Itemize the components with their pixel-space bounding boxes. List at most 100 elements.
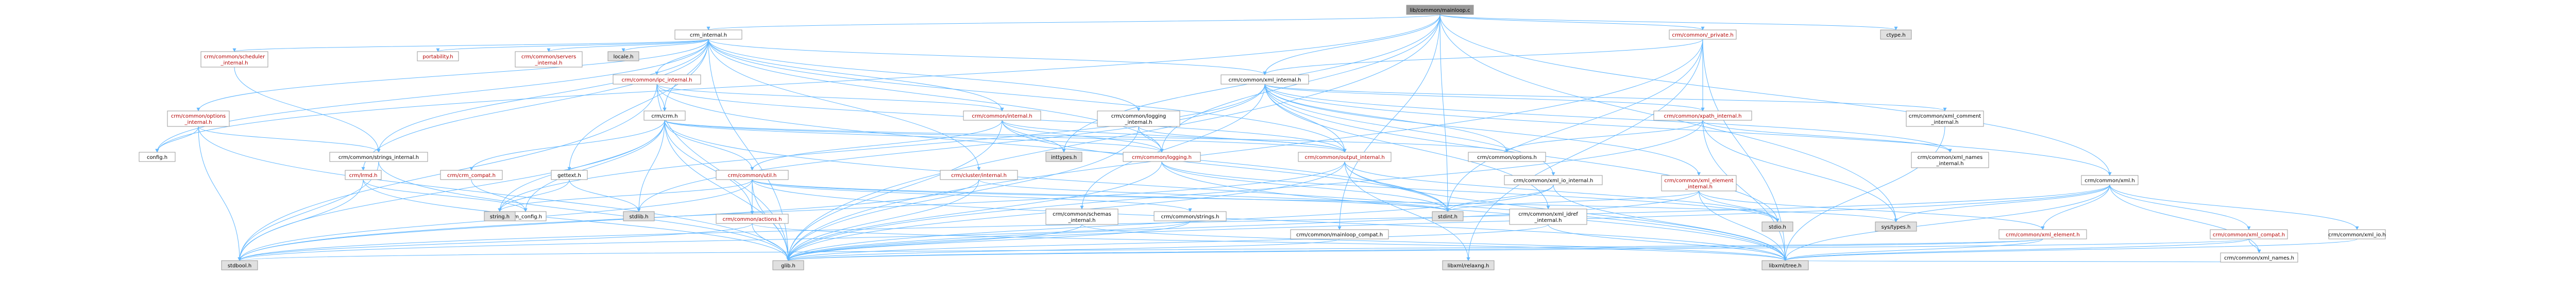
edge-xml-io-internal-to-libxml-tree [1553, 184, 1787, 261]
edge-crm-internal-to-xml-internal [708, 39, 1267, 75]
node-box [1911, 152, 1989, 168]
node-servers-internal[interactable]: crm/common/servers_internal.h [515, 51, 583, 68]
node-label: crm/common/options.h [1477, 155, 1537, 160]
edge [978, 179, 1450, 212]
node-options-internal[interactable]: crm/common/options_internal.h [167, 110, 230, 127]
edge-xml-compat-to-glib [787, 238, 2249, 261]
node-label: crm/common/logging.h [1132, 155, 1192, 160]
edge [1264, 84, 1550, 210]
edge [786, 161, 1162, 261]
node-box [2081, 175, 2139, 185]
edge [469, 120, 665, 171]
edge [786, 220, 1191, 261]
edge-xpath-internal-to-xml-names-internal [1702, 120, 1952, 153]
edge [1702, 120, 1898, 222]
edge-mainloop-compat-to-glib [786, 238, 1340, 261]
edge [1439, 14, 1898, 30]
edge [708, 39, 1164, 153]
node-common-internal[interactable]: crm/common/internal.h [963, 110, 1041, 121]
edge [1439, 14, 1705, 30]
edge-ipc-internal-to-stdint [656, 84, 1450, 212]
edge-common-private-to-libxml-relaxng [1466, 39, 1703, 261]
node-portability[interactable]: portability.h [417, 51, 459, 61]
node-common-util[interactable]: crm/common/util.h [716, 170, 789, 180]
node-label: crm/common/xpath_internal.h [1664, 114, 1741, 119]
node-common-logging[interactable]: crm/common/logging.h [1123, 152, 1201, 162]
edge [1337, 14, 1440, 230]
node-box [1468, 152, 1546, 162]
node-output-internal[interactable]: crm/common/output_internal.h [1298, 152, 1392, 162]
node-label: crm/cluster/internal.h [951, 173, 1007, 179]
node-label: crm/common/strings.h [1161, 214, 1219, 220]
edge [664, 120, 754, 171]
edge [786, 190, 1699, 261]
node-crm-compat[interactable]: crm/crm_compat.h [440, 170, 503, 180]
edge [1553, 184, 1787, 261]
edge-root-to-crm-internal [707, 14, 1440, 30]
edge [1783, 238, 2043, 261]
edge-options-internal-to-config [155, 126, 199, 153]
edge [708, 39, 1267, 75]
node-label: stdbool.h [228, 263, 251, 269]
edge [569, 179, 641, 212]
node-label: sys/types.h [1882, 224, 1911, 230]
node-cluster-internal[interactable]: crm/cluster/internal.h [940, 170, 1018, 180]
node-scheduler-internal[interactable]: crm/common/scheduler_internal.h [200, 51, 268, 68]
edge [232, 39, 709, 52]
node-box [345, 170, 382, 180]
edge [1699, 190, 1787, 261]
node-ipc-internal[interactable]: crm/common/ipc_internal.h [613, 74, 701, 85]
node-lrmd[interactable]: crm/lrmd.h [345, 170, 382, 180]
edge-crm-h-to-libxml-tree [664, 120, 1787, 261]
node-box [1290, 229, 1389, 239]
edge [752, 179, 1787, 261]
edge-common-strings-to-stdbool [238, 220, 1191, 261]
edge [198, 126, 381, 153]
edge [1344, 161, 1780, 222]
node-xml-element-h[interactable]: crm/common/xml_element.h [1998, 229, 2087, 239]
node-xml-comment-internal: crm/common/xml_comment_internal.h [1906, 110, 1984, 127]
node-box [643, 110, 686, 121]
edge-common-strings-to-glib [786, 220, 1191, 261]
edge [1702, 120, 1787, 261]
edge-root-to-common-private [1439, 14, 1705, 30]
node-box [613, 74, 701, 85]
edge-crm-h-to-crm-config [523, 120, 665, 212]
node-box [551, 170, 588, 180]
node-box [221, 260, 258, 270]
edge-xml-element-internal-to-stdio [1699, 190, 1780, 222]
node-box [167, 110, 230, 127]
edge [752, 223, 790, 261]
edge [621, 39, 709, 52]
edge-xml-io-internal-to-stdint [1446, 184, 1554, 212]
node-xml-element-internal[interactable]: crm/common/xml_element_internal.h [1661, 175, 1737, 191]
edge-common-util-to-common-strings [752, 179, 1192, 212]
edge-xml-internal-to-xml-idref-internal [1264, 84, 1550, 210]
node-common-actions[interactable]: crm/common/actions.h [716, 214, 789, 224]
node-common-private[interactable]: crm/common/_private.h [1669, 29, 1737, 40]
edge-xpath-internal-to-common-options [1505, 120, 1703, 153]
edge-crm-h-to-crm-compat [469, 120, 665, 171]
edge [1446, 39, 1703, 212]
edge [750, 120, 1003, 171]
node-box [1442, 260, 1495, 270]
edge [155, 39, 709, 153]
edge [198, 126, 242, 261]
node-stdint: stdint.h [1432, 211, 1464, 221]
edge-crm-h-to-common-actions [664, 120, 754, 215]
edge-xml-element-h-to-glib [787, 238, 2043, 261]
node-label: _internal.h [1931, 120, 1959, 125]
node-inttypes: inttypes.h [1045, 152, 1082, 162]
node-label: lib/common/mainloop.c [1410, 8, 1470, 13]
node-xpath-internal[interactable]: crm/common/xpath_internal.h [1653, 110, 1752, 121]
node-xml-io: crm/common/xml_io.h [2328, 229, 2386, 239]
node-xml-compat[interactable]: crm/common/xml_compat.h [2210, 229, 2288, 239]
node-common-options: crm/common/options.h [1468, 152, 1546, 162]
edge-output-internal-to-stdio [1344, 161, 1780, 222]
edge-common-private-to-glib [786, 39, 1703, 261]
edge-common-xml-to-sys-types [1894, 184, 2110, 222]
edge [1161, 161, 1450, 212]
edge-common-internal-to-common-logging [1002, 120, 1164, 153]
edge-common-xml-to-xml-names [2109, 184, 2261, 253]
